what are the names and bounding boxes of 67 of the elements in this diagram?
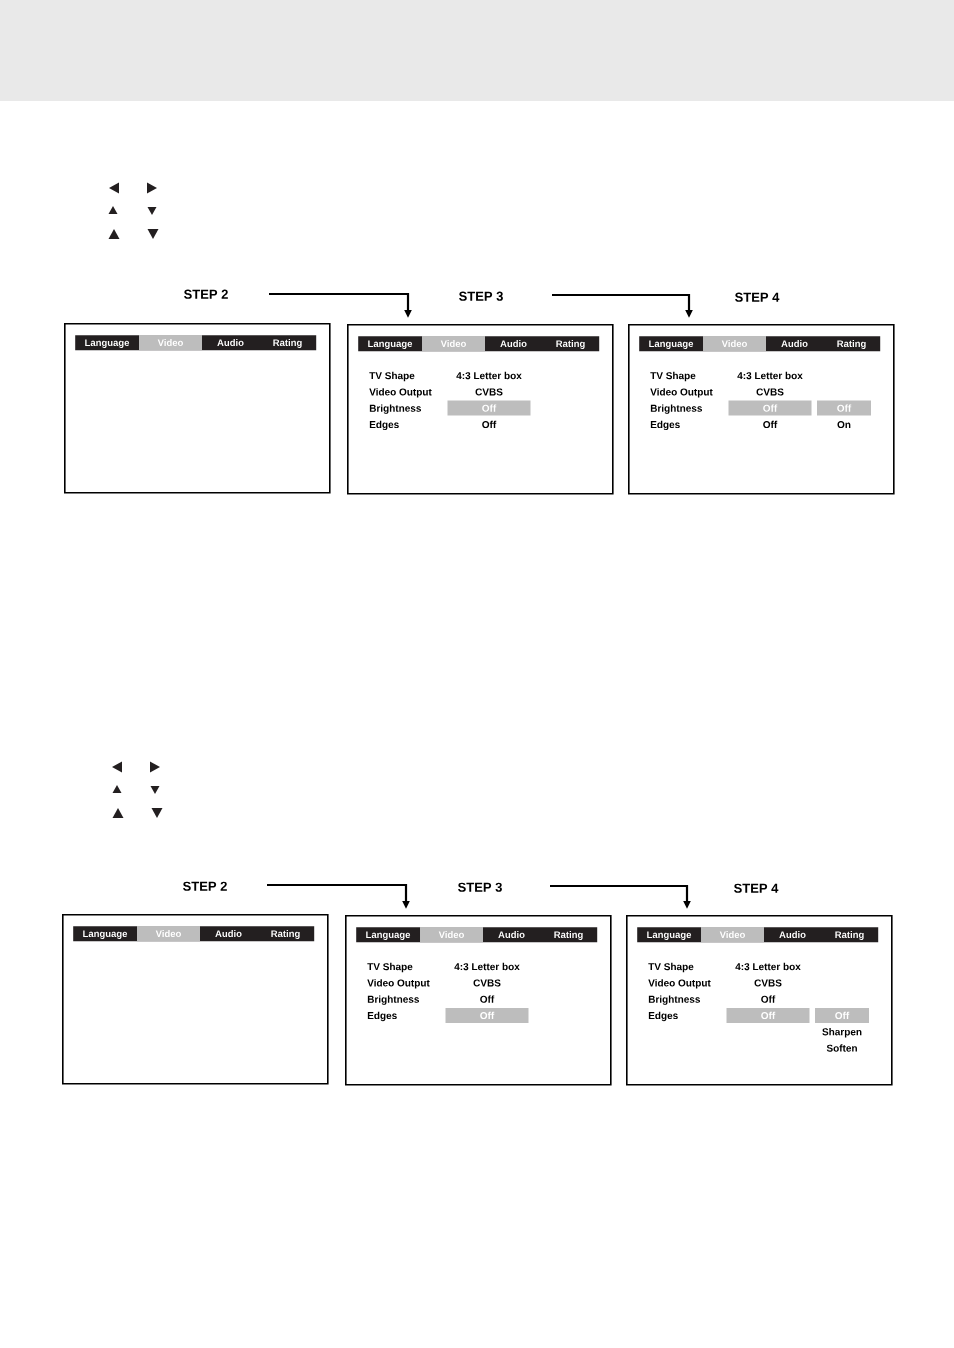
- tab-label: Audio: [779, 931, 806, 939]
- menu-value: CVBS: [473, 979, 501, 987]
- menu-label: TV Shape: [369, 371, 415, 382]
- tab-label: Rating: [837, 340, 866, 349]
- tab-label: Rating: [554, 931, 583, 940]
- menu-value: Sharpen: [822, 1028, 862, 1038]
- selected-tab: Video: [701, 927, 764, 942]
- tab-label: Audio: [217, 339, 244, 347]
- selected-tab: Video: [422, 336, 485, 351]
- menu-label: Edges: [369, 420, 399, 431]
- menu-value: 4:3 Letter box: [456, 371, 522, 380]
- tab-label: Audio: [781, 340, 808, 348]
- menu-value: Off: [763, 420, 778, 429]
- tab-label: Audio: [215, 930, 242, 938]
- menu-value: Off: [480, 995, 495, 1003]
- step-heading: STEP 2: [183, 881, 227, 891]
- step-heading: STEP 4: [734, 883, 779, 893]
- menu-value: Soften: [826, 1044, 857, 1052]
- highlighted-value: Off: [728, 400, 812, 416]
- step-heading: STEP 4: [735, 292, 780, 302]
- tab-label: Language: [366, 931, 411, 940]
- menu-value: CVBS: [754, 979, 782, 987]
- step-heading: STEP 3: [458, 882, 502, 892]
- menu-value: 4:3 Letter box: [737, 371, 803, 380]
- menu-value: Off: [482, 420, 497, 429]
- menu-label: Edges: [648, 1011, 678, 1022]
- menu-label: Brightness: [367, 995, 420, 1005]
- menu-label: TV Shape: [367, 962, 413, 973]
- highlighted-value: Off: [447, 400, 531, 416]
- menu-label: TV Shape: [650, 371, 696, 382]
- tab-label: Rating: [835, 931, 864, 940]
- highlighted-value: Off: [815, 1007, 869, 1023]
- tab-label: Audio: [500, 340, 527, 348]
- menu-value: CVBS: [756, 388, 784, 396]
- menu-label: Edges: [367, 1011, 397, 1022]
- selected-tab: Video: [420, 927, 483, 942]
- selected-tab: Video: [137, 926, 200, 941]
- menu-value: On: [837, 421, 851, 429]
- tab-label: Rating: [271, 930, 300, 939]
- highlighted-value: Off: [817, 400, 871, 416]
- menu-value: 4:3 Letter box: [735, 962, 801, 971]
- menu-value: 4:3 Letter box: [454, 962, 520, 971]
- menu-value: Off: [761, 995, 776, 1003]
- step-heading: STEP 3: [459, 291, 503, 301]
- menu-value: CVBS: [475, 388, 503, 396]
- tab-label: Language: [368, 340, 413, 349]
- menu-label: Brightness: [648, 995, 701, 1005]
- tab-label: Language: [85, 339, 130, 348]
- menu-label: TV Shape: [648, 962, 694, 973]
- tab-label: Language: [647, 931, 692, 940]
- selected-tab: Video: [139, 335, 202, 350]
- menu-label: Brightness: [369, 404, 422, 414]
- step-heading: STEP 2: [184, 289, 228, 299]
- menu-label: Video Output: [650, 388, 713, 398]
- highlighted-value: Off: [445, 1007, 529, 1023]
- tab-label: Rating: [556, 340, 585, 349]
- tab-label: Rating: [273, 339, 302, 348]
- highlighted-value: Off: [726, 1007, 810, 1023]
- menu-label: Brightness: [650, 404, 703, 414]
- menu-label: Video Output: [367, 979, 430, 989]
- tab-label: Language: [83, 930, 128, 939]
- menu-label: Video Output: [369, 388, 432, 398]
- selected-tab: Video: [703, 336, 766, 351]
- tab-label: Audio: [498, 931, 525, 939]
- menu-label: Edges: [650, 420, 680, 431]
- tab-label: Language: [649, 340, 694, 349]
- menu-label: Video Output: [648, 979, 711, 989]
